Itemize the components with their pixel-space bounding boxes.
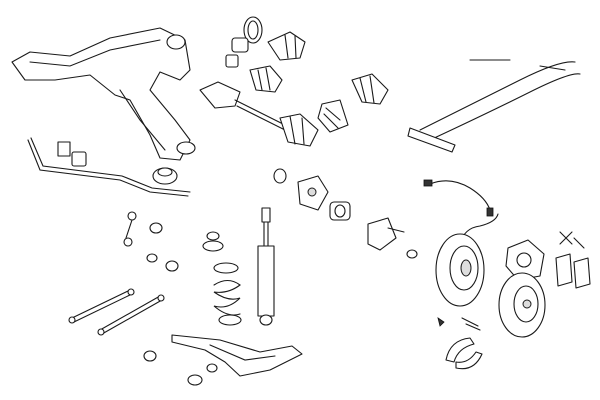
brake-hardware-kit[interactable] bbox=[437, 317, 481, 331]
handbrake-cables[interactable] bbox=[407, 59, 581, 153]
driveshaft-seal-ring[interactable] bbox=[243, 16, 263, 44]
lower-control-arm[interactable] bbox=[171, 334, 303, 377]
hub-flange[interactable] bbox=[329, 201, 351, 221]
bushings-small[interactable] bbox=[143, 222, 218, 386]
brake-shoes[interactable] bbox=[445, 337, 483, 370]
brake-caliper[interactable] bbox=[505, 239, 545, 281]
coil-spring[interactable] bbox=[213, 262, 242, 326]
outer-cv-joint[interactable] bbox=[267, 31, 306, 61]
nut[interactable] bbox=[406, 249, 418, 259]
drive-boot-b[interactable] bbox=[351, 73, 389, 105]
brake-disc-rear[interactable] bbox=[498, 272, 546, 338]
subframe[interactable] bbox=[11, 27, 196, 161]
shock-absorber[interactable] bbox=[257, 207, 275, 326]
cv-boot[interactable] bbox=[249, 65, 283, 93]
control-rods[interactable] bbox=[68, 288, 165, 336]
drive-flange[interactable] bbox=[367, 217, 405, 251]
brake-disc-front[interactable] bbox=[435, 233, 485, 307]
stabilizer-bar[interactable] bbox=[27, 137, 191, 197]
brake-pads[interactable] bbox=[555, 253, 591, 289]
driveshaft[interactable] bbox=[199, 81, 319, 147]
subframe-mount[interactable] bbox=[152, 167, 178, 185]
driveshaft-bearing[interactable] bbox=[225, 37, 249, 68]
brake-clips[interactable] bbox=[559, 231, 585, 249]
wheel-hub[interactable] bbox=[297, 175, 329, 211]
stabilizer-bushings[interactable] bbox=[57, 141, 87, 167]
abs-sensor-cable[interactable] bbox=[423, 179, 494, 217]
stabilizer-link[interactable] bbox=[123, 211, 137, 247]
drive-boot-a[interactable] bbox=[317, 99, 349, 133]
spring-seat-upper[interactable] bbox=[202, 231, 224, 252]
wheel-bearing[interactable] bbox=[273, 168, 287, 184]
